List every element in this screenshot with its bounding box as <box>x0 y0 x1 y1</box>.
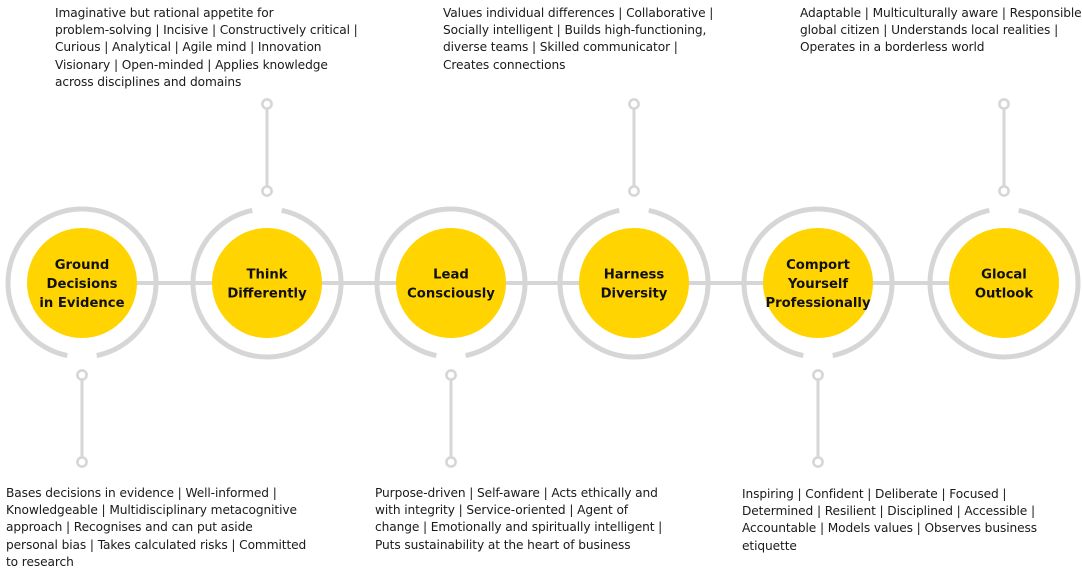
competency-circle <box>763 228 873 338</box>
competency-circle <box>212 228 322 338</box>
competency-label: Differently <box>227 287 307 302</box>
stem-node <box>812 456 824 468</box>
competency-label: Decisions <box>47 277 118 292</box>
stem-node <box>628 185 640 197</box>
stem-node <box>998 98 1010 110</box>
ring-arc <box>557 208 711 360</box>
competency-description: Values individual differences | Collabor… <box>443 6 714 72</box>
stem-node <box>998 185 1010 197</box>
stem-node <box>445 456 457 468</box>
stem-node <box>445 369 457 381</box>
competency-circle <box>27 228 137 338</box>
ring-arc <box>5 206 159 358</box>
ring-arc <box>374 206 528 358</box>
competency-description: Imaginative but rational appetite for pr… <box>55 6 358 89</box>
competency-label: Glocal <box>981 268 1027 283</box>
stem-node <box>261 98 273 110</box>
competency-label: Diversity <box>601 287 668 302</box>
competency-label: Ground <box>55 258 110 273</box>
stem-node <box>76 456 88 468</box>
competency-description: Purpose-driven | Self-aware | Acts ethic… <box>375 486 663 552</box>
competency-label: Consciously <box>407 287 495 302</box>
competency-description: Inspiring | Confident | Deliberate | Foc… <box>742 487 1038 553</box>
ring-arc <box>927 208 1081 360</box>
stem-node <box>812 369 824 381</box>
competency-label: Harness <box>604 268 665 283</box>
ring-arc <box>190 208 344 360</box>
competency-label: Outlook <box>975 287 1035 302</box>
stem-node <box>628 98 640 110</box>
competency-circle <box>396 228 506 338</box>
competency-label: Professionally <box>765 296 871 311</box>
stem-node <box>76 369 88 381</box>
competency-label: Comport <box>786 258 850 273</box>
competency-description: Adaptable | Multiculturally aware | Resp… <box>800 6 1082 55</box>
competency-circle <box>949 228 1059 338</box>
competency-circle <box>579 228 689 338</box>
competency-description: Bases decisions in evidence | Well-infor… <box>6 486 307 569</box>
competency-label: in Evidence <box>39 296 124 311</box>
competency-label: Lead <box>433 268 469 283</box>
ring-arc <box>741 206 895 358</box>
competency-label: Yourself <box>787 277 849 292</box>
competency-label: Think <box>246 268 288 283</box>
stem-node <box>261 185 273 197</box>
